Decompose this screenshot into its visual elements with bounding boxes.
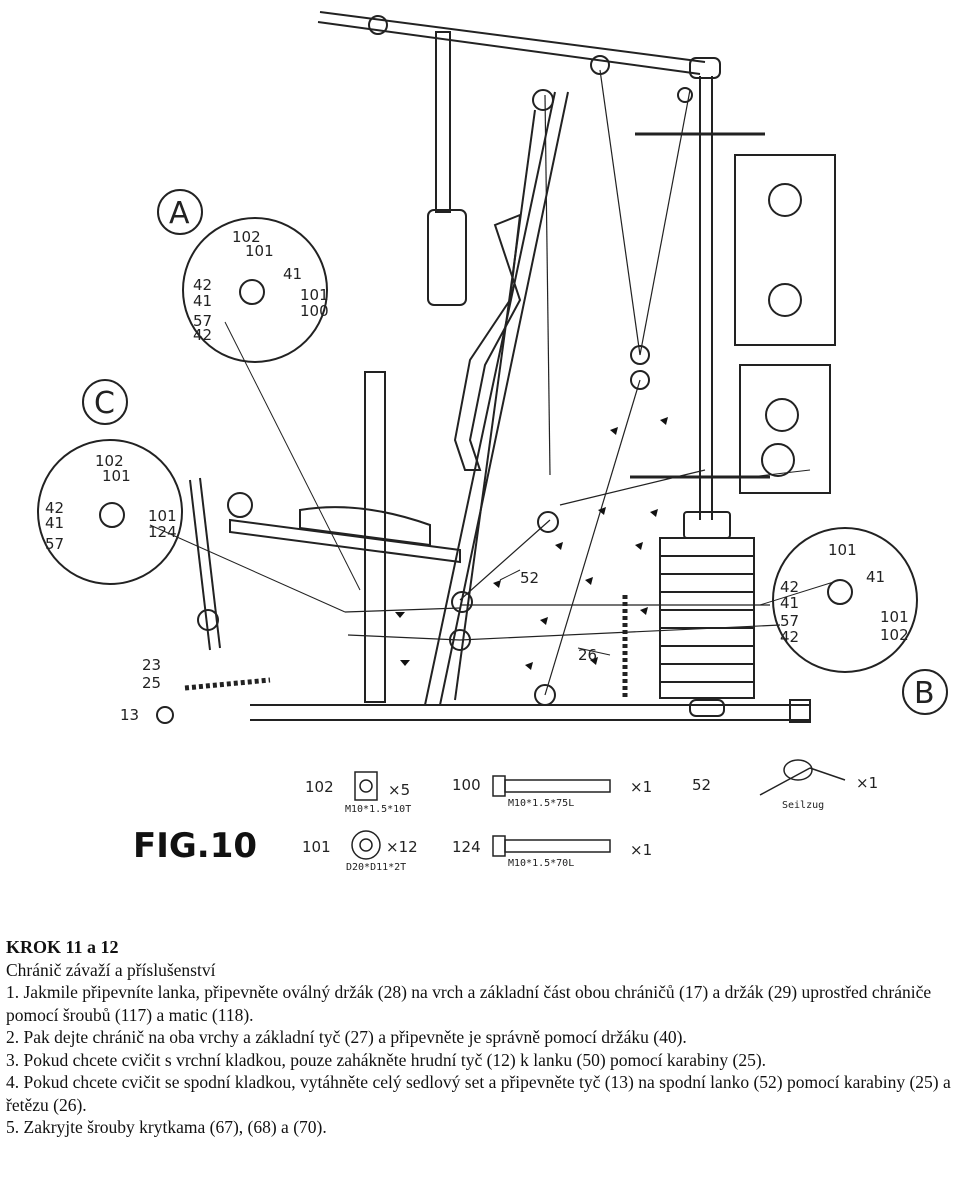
callout-c-label: 102: [95, 452, 124, 470]
callout-b-label: 101: [828, 541, 857, 559]
part-100-qty: ×1: [630, 778, 652, 796]
callout-a-label: 41: [193, 292, 212, 310]
callout-a-label: 102: [232, 228, 261, 246]
callout-c-label: 41: [45, 514, 64, 532]
bolt-icon: [492, 835, 611, 857]
base-rail: [250, 699, 811, 723]
top-beam: [317, 11, 721, 79]
callout-a-label: 100: [300, 302, 329, 320]
instructions: KROK 11 a 12 Chránič závaží a příslušens…: [6, 936, 954, 1139]
part-124-spec: M10*1.5*70L: [508, 858, 574, 869]
part-124-qty: ×1: [630, 841, 652, 859]
part-101-spec: D20*D11*2T: [346, 862, 406, 873]
part-124-number: 124: [452, 838, 481, 856]
parts-list: 102 ×5 M10*1.5*10T 100 ×1 M10*1.5*75L 52…: [302, 759, 878, 873]
callout-b-label: 102: [880, 626, 909, 644]
callout-a-label: 57: [193, 312, 212, 330]
callout-a-letter: A: [169, 196, 190, 231]
callout-a-label: 101: [245, 242, 274, 260]
part-label-52: 52: [520, 569, 539, 587]
callout-c-detail: [37, 379, 183, 585]
part-100-number: 100: [452, 776, 481, 794]
callout-a-label: 101: [300, 286, 329, 304]
callout-c-letter: C: [94, 386, 115, 421]
callout-a-label: 42: [193, 326, 212, 344]
cables: [344, 69, 781, 696]
main-column: [699, 76, 713, 520]
callout-c-label: 101: [148, 507, 177, 525]
part-label-26: 26: [578, 646, 597, 664]
assembly-diagram: A C B 102 101 42 41 57 42 41 101 100 102…: [37, 11, 948, 873]
fig-label: FIG.10: [133, 826, 257, 866]
part-label-13: 13: [120, 706, 139, 724]
instruction-step: 2. Pak dejte chránič na oba vrchy a zákl…: [6, 1027, 687, 1047]
callout-b-label: 101: [880, 608, 909, 626]
part-102-spec: M10*1.5*10T: [345, 804, 411, 815]
pulleys: [368, 15, 693, 706]
bench-column: [189, 371, 461, 703]
part-101-number: 101: [302, 838, 331, 856]
callout-b-label: 57: [780, 612, 799, 630]
step-subtitle: Chránič závaží a příslušenství: [6, 959, 216, 980]
step-title: KROK 11 a 12: [6, 937, 119, 957]
callout-c-label: 101: [102, 467, 131, 485]
callout-a-label: 41: [283, 265, 302, 283]
callout-b-label: 41: [866, 568, 885, 586]
part-102-qty: ×5: [388, 781, 410, 799]
part-label-25: 25: [142, 674, 161, 692]
inset-boxes: [734, 154, 836, 494]
part-101-qty: ×12: [386, 838, 418, 856]
instruction-step: 3. Pokud chcete cvičit s vrchní kladkou,…: [6, 1049, 767, 1070]
instruction-step: 4. Pokud chcete cvičit se spodní kladkou…: [6, 1072, 951, 1115]
callout-b-label: 41: [780, 594, 799, 612]
callout-b-letter: B: [914, 676, 935, 711]
cable-icon: [759, 759, 846, 796]
instruction-step: 5. Zakryjte šrouby krytkama (67), (68) a…: [6, 1117, 327, 1137]
nut-icon: [354, 771, 378, 801]
instruction-step: 1. Jakmile připevníte lanka, připevněte …: [6, 982, 932, 1025]
callout-c-label: 42: [45, 499, 64, 517]
callout-b-label: 42: [780, 578, 799, 596]
part-52-qty: ×1: [856, 774, 878, 792]
part-label-23: 23: [142, 656, 161, 674]
callout-c-label: 57: [45, 535, 64, 553]
part-52-number: 52: [692, 776, 711, 794]
part-102-number: 102: [305, 778, 334, 796]
part-100-spec: M10*1.5*75L: [508, 798, 574, 809]
callout-c-label: 124: [148, 523, 177, 541]
bolt-icon: [492, 775, 611, 797]
washer-icon: [351, 830, 381, 860]
callout-a-detail: [157, 189, 328, 363]
callout-b-detail: [772, 527, 948, 715]
press-arm: [427, 31, 467, 306]
callout-a-label: 42: [193, 276, 212, 294]
weight-stack: [659, 511, 755, 717]
part-52-spec: Seilzug: [782, 800, 824, 811]
callout-b-label: 42: [780, 628, 799, 646]
